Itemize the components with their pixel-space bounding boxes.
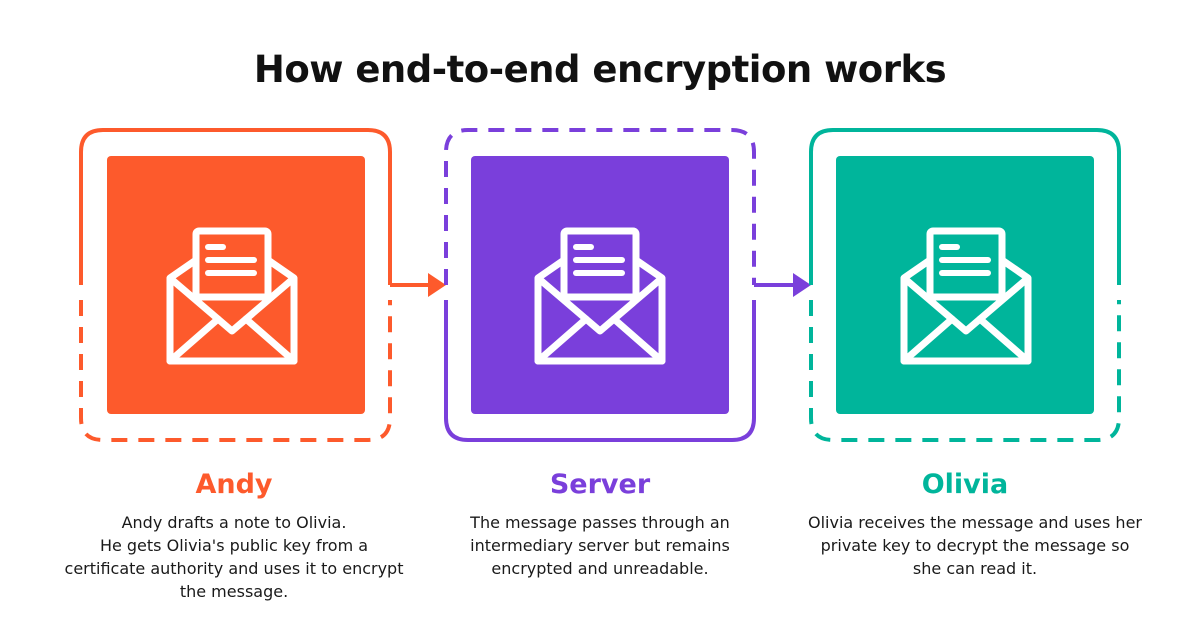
server-card — [471, 156, 729, 414]
step-name-andy: Andy — [195, 469, 273, 500]
step-description-server: The message passes through an intermedia… — [470, 513, 730, 578]
arrow-server-to-olivia — [754, 273, 811, 297]
step-name-olivia: Olivia — [921, 469, 1009, 500]
step-name-server: Server — [549, 469, 651, 500]
server-frame — [444, 128, 756, 442]
arrow-andy-to-server — [390, 273, 446, 297]
step-description-olivia: Olivia receives the message and uses her… — [807, 513, 1142, 578]
olivia-frame — [809, 128, 1121, 442]
andy-frame — [79, 128, 392, 442]
andy-card — [107, 156, 365, 414]
step-description-andy: Andy drafts a note to Olivia. He gets Ol… — [64, 513, 404, 601]
diagram-title: How end-to-end encryption works — [253, 48, 947, 91]
olivia-card — [836, 156, 1094, 414]
